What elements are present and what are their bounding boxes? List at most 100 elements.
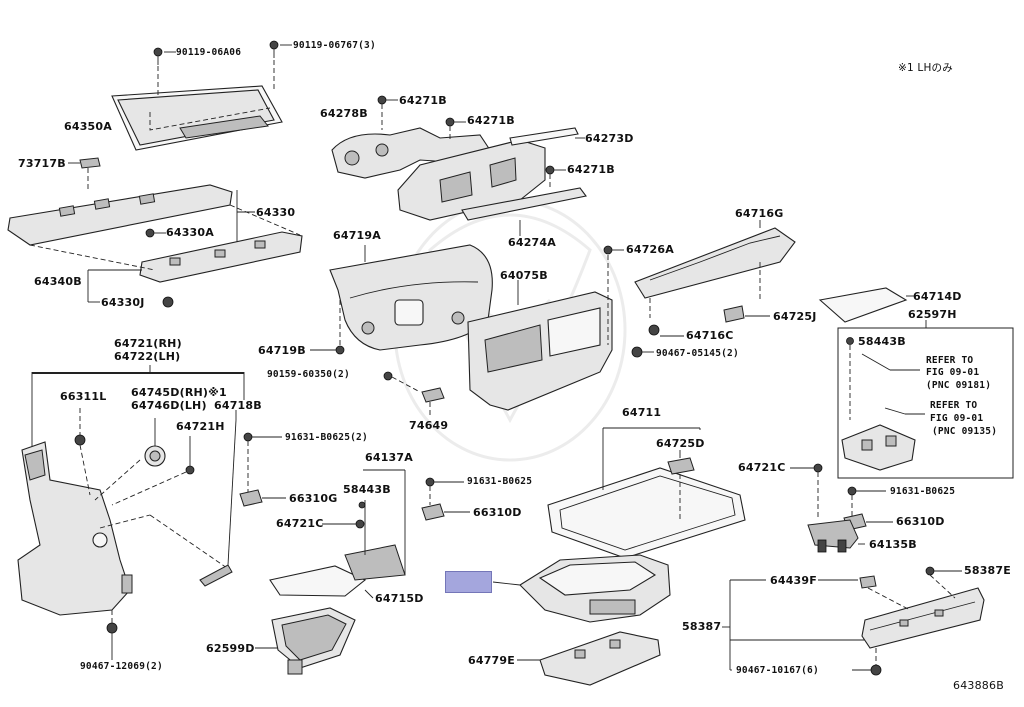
clip-icon (162, 296, 174, 308)
label-90119-06a06[interactable]: 90119-06A06 (176, 47, 242, 58)
part-64135b[interactable] (807, 519, 859, 553)
label-64340b[interactable]: 64340B (34, 275, 82, 288)
label-64273d[interactable]: 64273D (585, 132, 634, 145)
part-64725d[interactable] (667, 457, 695, 475)
label-91631-b0625-right[interactable]: 91631-B0625 (890, 486, 956, 497)
refer2-line3: (PNC 09135) (932, 426, 998, 437)
part-62597h-latch[interactable] (841, 424, 916, 471)
label-90467-10167[interactable]: 90467-10167(6) (736, 665, 819, 676)
label-64137a[interactable]: 64137A (365, 451, 413, 464)
refer2-line1: REFER TO (930, 400, 978, 411)
label-64075b[interactable]: 64075B (500, 269, 548, 282)
part-66310g[interactable] (239, 489, 263, 507)
part-64278b[interactable] (331, 127, 491, 179)
part-deck-board-box[interactable] (519, 554, 671, 623)
label-66310g[interactable]: 66310G (289, 492, 338, 505)
label-90467-12069[interactable]: 90467-12069(2) (80, 661, 163, 672)
part-64075b[interactable] (467, 291, 613, 411)
label-64722-lh[interactable]: 64722(LH) (114, 350, 181, 363)
label-91631-b0625-mid[interactable]: 91631-B0625 (467, 476, 533, 487)
label-64721c-mid[interactable]: 64721C (276, 517, 324, 530)
refer2-line2[interactable]: FIG 09-01 (930, 413, 984, 424)
label-64721-rh[interactable]: 64721(RH) (114, 337, 182, 350)
label-64726a[interactable]: 64726A (626, 243, 674, 256)
refer1-line2[interactable]: FIG 09-01 (926, 367, 980, 378)
label-64719a[interactable]: 64719A (333, 229, 381, 242)
refer1-line3: (PNC 09181) (926, 380, 992, 391)
label-64716g[interactable]: 64716G (735, 207, 784, 220)
label-64439f[interactable]: 64439F (770, 574, 817, 587)
label-90159-60350[interactable]: 90159-60350(2) (267, 369, 350, 380)
part-64745d-64746d[interactable] (144, 445, 166, 467)
label-74649[interactable]: 74649 (409, 419, 449, 432)
label-58443b-mid[interactable]: 58443B (343, 483, 391, 496)
label-64779e[interactable]: 64779E (468, 654, 515, 667)
label-64725d[interactable]: 64725D (656, 437, 705, 450)
part-73717b[interactable] (79, 157, 101, 169)
part-64340b[interactable] (139, 231, 303, 283)
label-66310d-mid[interactable]: 66310D (473, 506, 522, 519)
label-90467-05145[interactable]: 90467-05145(2) (656, 348, 739, 359)
label-73717b[interactable]: 73717B (18, 157, 66, 170)
figure-code: 643886B (953, 679, 1004, 692)
part-64715d[interactable] (269, 565, 367, 597)
assembly-box-62597h (837, 327, 1014, 479)
part-64719a[interactable] (329, 244, 493, 351)
part-64273d[interactable] (397, 127, 579, 221)
highlighted-part-marker[interactable] (445, 571, 492, 593)
label-64330j[interactable]: 64330J (101, 296, 145, 309)
part-64718b[interactable] (199, 564, 233, 587)
label-64718b[interactable]: 64718B (214, 399, 262, 412)
label-64350a[interactable]: 64350A (64, 120, 112, 133)
label-64725j[interactable]: 64725J (773, 310, 817, 323)
label-64721h[interactable]: 64721H (176, 420, 225, 433)
part-64439f[interactable] (859, 575, 877, 589)
part-64137a[interactable] (344, 500, 406, 581)
part-58387e[interactable] (925, 566, 935, 576)
part-64779e[interactable] (539, 631, 661, 686)
note-lh-only: ※1 LHのみ (898, 62, 953, 74)
part-64714d[interactable] (818, 287, 908, 323)
part-64716g[interactable] (634, 227, 796, 299)
label-64745d-rh[interactable]: 64745D(RH)※1 (131, 386, 227, 399)
part-62599d[interactable] (271, 607, 356, 675)
label-64271b-3[interactable]: 64271B (567, 163, 615, 176)
label-64271b-1[interactable]: 64271B (399, 94, 447, 107)
part-74649[interactable] (421, 387, 445, 403)
label-64274a[interactable]: 64274A (508, 236, 556, 249)
clip-icon (145, 228, 155, 238)
label-64719b[interactable]: 64719B (258, 344, 306, 357)
label-62599d[interactable]: 62599D (206, 642, 255, 655)
label-64721c-right[interactable]: 64721C (738, 461, 786, 474)
label-64271b-2[interactable]: 64271B (467, 114, 515, 127)
part-64274a[interactable] (461, 187, 587, 221)
label-91631-b0625-2[interactable]: 91631-B0625(2) (285, 432, 368, 443)
label-66311l[interactable]: 66311L (60, 390, 107, 403)
label-58387e[interactable]: 58387E (964, 564, 1011, 577)
part-64350a[interactable] (111, 85, 283, 151)
label-64716c[interactable]: 64716C (686, 329, 734, 342)
bracket-line (32, 372, 244, 374)
label-90119-06767[interactable]: 90119-06767(3) (293, 40, 376, 51)
label-58443b-right[interactable]: 58443B (858, 335, 906, 348)
label-64715d[interactable]: 64715D (375, 592, 424, 605)
label-64278b[interactable]: 64278B (320, 107, 368, 120)
bolt-icon (269, 40, 279, 50)
label-64711[interactable]: 64711 (622, 406, 662, 419)
label-64135b[interactable]: 64135B (869, 538, 917, 551)
label-64714d[interactable]: 64714D (913, 290, 962, 303)
part-66310d-mid[interactable] (421, 503, 445, 521)
part-66311l[interactable] (74, 434, 86, 446)
part-64721-64722[interactable] (17, 441, 133, 616)
label-64330a[interactable]: 64330A (166, 226, 214, 239)
part-64711[interactable] (547, 467, 746, 559)
part-64716c[interactable] (648, 324, 660, 336)
label-64330[interactable]: 64330 (256, 206, 296, 219)
label-66310d-right[interactable]: 66310D (896, 515, 945, 528)
label-64746d-lh[interactable]: 64746D(LH) (131, 399, 207, 412)
part-64725j[interactable] (723, 305, 745, 323)
label-58387[interactable]: 58387 (682, 620, 722, 633)
label-62597h[interactable]: 62597H (908, 308, 957, 321)
part-58387[interactable] (861, 587, 985, 649)
